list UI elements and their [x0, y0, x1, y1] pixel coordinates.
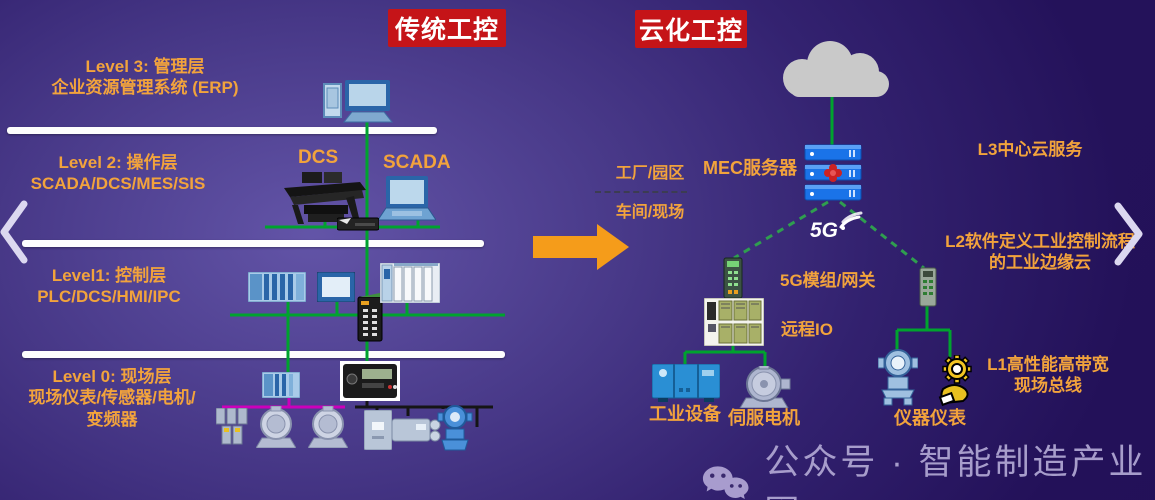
remote-io-icon [704, 298, 764, 346]
compressor-icon [652, 364, 720, 402]
level0-label: Level 0: 现场层 现场仪表/传感器/电机/ 变频器 [12, 366, 212, 430]
workshop-zone-label: 车间/现场 [615, 204, 685, 221]
5g-module-gateway-label: 5G模组/网关 [780, 271, 876, 290]
cloud-icon [783, 41, 889, 97]
cabinet-icon [364, 410, 392, 450]
l1-line2: 现场总线 [1014, 376, 1082, 396]
level-divider-bar [7, 127, 437, 134]
instruments-label: 仪器仪表 [894, 408, 966, 428]
level2-line2: SCADA/DCS/MES/SIS [30, 174, 206, 194]
industrial-equipment-label: 工业设备 [649, 404, 721, 424]
dcs-label: DCS [298, 147, 339, 168]
banner-cloud: 云化工控 [635, 10, 747, 48]
ethernet-switch-icon [357, 293, 383, 342]
level1-label: Level1: 控制层 PLC/DCS/HMI/IPC [14, 265, 204, 308]
5g-label: 5G [810, 219, 839, 242]
relay-block-icon [216, 408, 248, 445]
level1-line1: Level1: 控制层 [51, 266, 167, 285]
watermark: 公众号 · 智能制造产业圈 [702, 434, 1155, 500]
level3-line1: Level 3: 管理层 [85, 57, 205, 76]
l2-edge-cloud-label: L2软件定义工业控制流程 的工业边缘云 [935, 231, 1145, 274]
dcs-console-icon [284, 172, 366, 224]
5g-signal-icon: 5G [810, 211, 865, 243]
plc-rack-icon [248, 272, 306, 302]
chevron-left-icon[interactable] [0, 200, 30, 265]
banner-traditional: 传统工控 [388, 9, 506, 47]
servo-motor-icon [739, 366, 791, 408]
l2-line2: 的工业边缘云 [989, 253, 1091, 273]
l1-line1: L1高性能高带宽 [987, 355, 1109, 374]
level2-label: Level 2: 操作层 SCADA/DCS/MES/SIS [18, 152, 218, 195]
plc-rack-icon [380, 263, 440, 303]
factory-zone-label: 工厂/园区 [615, 165, 685, 182]
l3-cloud-service-label: L3中心云服务 [977, 140, 1083, 159]
io-module-icon [262, 372, 300, 398]
gateway-switch-icon [723, 257, 743, 299]
level3-label: Level 3: 管理层 企业资源管理系统 (ERP) [30, 56, 260, 99]
camera-device-icon [392, 418, 441, 442]
level2-line1: Level 2: 操作层 [58, 153, 178, 172]
level1-line2: PLC/DCS/HMI/IPC [37, 287, 181, 307]
level0-line2: 现场仪表/传感器/电机/ [28, 388, 196, 408]
mec-server-label: MEC服务器 [703, 158, 797, 178]
motor-pump-icon [256, 406, 296, 448]
level-divider-bar [22, 351, 505, 358]
servo-motor-label: 伺服电机 [728, 408, 800, 428]
gateway-switch-icon [919, 267, 937, 307]
network-hub-icon [337, 217, 379, 231]
laptop-icon [378, 176, 436, 221]
level-divider-bar [22, 240, 484, 247]
zone-divider-dashed [595, 191, 687, 193]
level3-line2: 企业资源管理系统 (ERP) [51, 78, 239, 98]
arrow-right-icon [533, 224, 629, 270]
transmitter-icon [878, 349, 918, 406]
watermark-text: 公众号 · 智能制造产业圈 [764, 443, 1147, 500]
gear-instrument-icon [938, 355, 972, 407]
l2-line1: L2软件定义工业控制流程 [945, 232, 1135, 251]
l1-fieldbus-label: L1高性能高带宽 现场总线 [968, 354, 1128, 397]
mec-server-icon [804, 144, 862, 201]
remote-io-label: 远程IO [781, 320, 833, 339]
level0-line1: Level 0: 现场层 [52, 367, 172, 386]
level0-line3: 变频器 [86, 409, 138, 429]
desktop-computer-icon [323, 80, 394, 123]
transmitter-icon [437, 405, 473, 451]
instrument-panel-icon [340, 361, 400, 401]
hmi-panel-icon [317, 272, 355, 302]
motor-pump-icon [308, 406, 348, 448]
chevron-right-icon[interactable] [1112, 202, 1144, 267]
wechat-icon [702, 466, 749, 499]
scada-label: SCADA [383, 152, 451, 173]
